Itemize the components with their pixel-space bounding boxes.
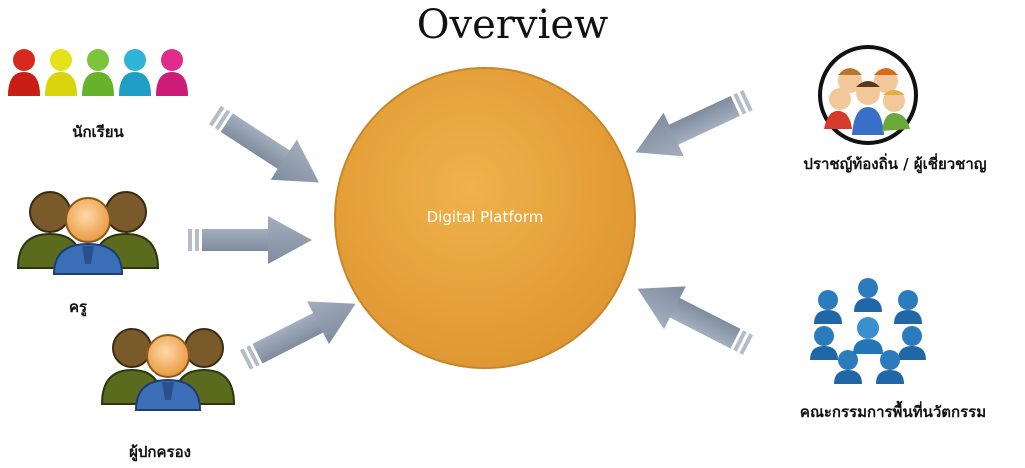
arrow-teachers bbox=[188, 216, 312, 264]
page-title: Overview bbox=[416, 2, 609, 48]
label-committee: คณะกรรมการพื้นที่นวัตกรรม bbox=[799, 403, 987, 421]
arrow-students bbox=[209, 105, 319, 183]
label-guardians: ผู้ปกครอง bbox=[129, 443, 191, 461]
arrow-guardians bbox=[240, 301, 356, 370]
label-local-experts: ปราชญ์ท้องถิ่น / ผู้เชี่ยวชาญ bbox=[803, 155, 987, 173]
platform-label: Digital Platform bbox=[426, 208, 544, 226]
guardian-group-icon bbox=[100, 328, 236, 411]
label-students: นักเรียน bbox=[72, 123, 124, 141]
arrow-local-experts bbox=[635, 90, 753, 157]
platform-circle bbox=[334, 67, 636, 369]
experts-circle-icon bbox=[818, 45, 918, 145]
label-teachers: ครู bbox=[68, 298, 88, 316]
teacher-group-icon bbox=[16, 191, 160, 275]
students-group-icon bbox=[8, 49, 188, 96]
arrow-committee bbox=[637, 286, 753, 355]
committee-group-icon bbox=[810, 278, 926, 384]
